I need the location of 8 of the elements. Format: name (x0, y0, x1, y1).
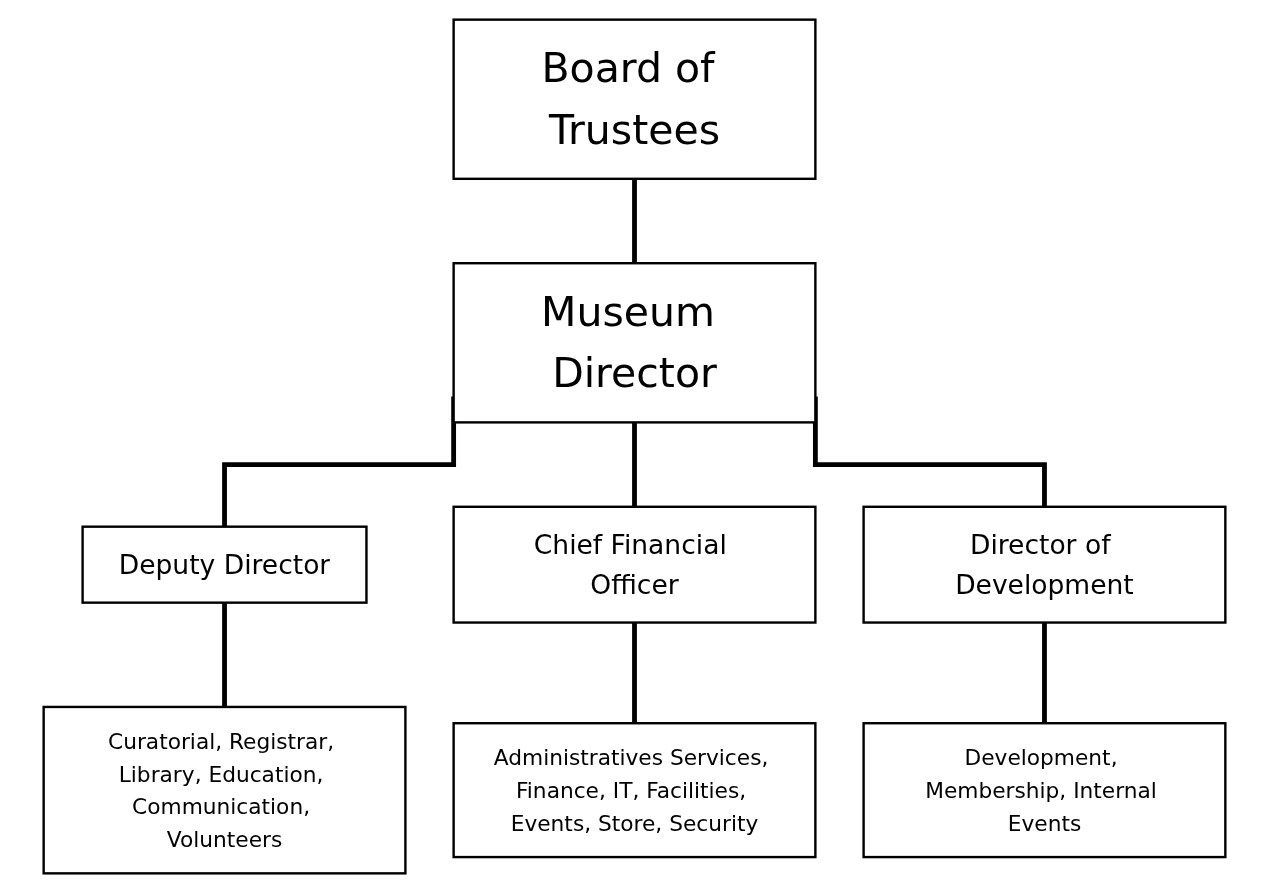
node-box: Curatorial, Registrar, Library, Education, Communication, Volunteers (42, 705, 407, 875)
node-box: Director of Development (862, 505, 1227, 624)
node-box: Board of Trustees (452, 18, 817, 180)
node-box: Development, Membership, Internal Events (862, 722, 1227, 859)
node-box: Museum Director (452, 262, 817, 424)
node-box: Chief Financial Officer (452, 505, 817, 624)
node-box: Administratives Services, Finance, IT, Facilities, Events, Store, Security (452, 722, 817, 859)
node-box: Deputy Director (81, 525, 368, 604)
